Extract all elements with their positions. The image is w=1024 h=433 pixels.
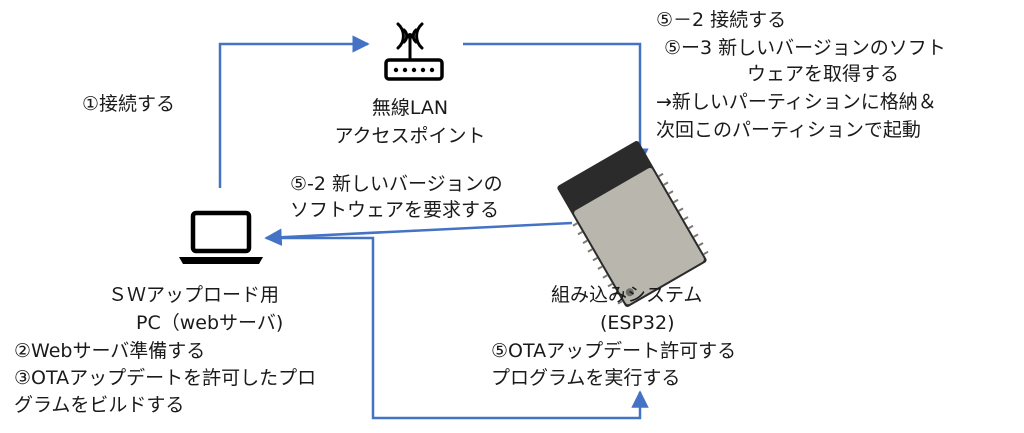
pc-label-line1: ＳＷアップロード用 (108, 284, 280, 306)
router-label-line2: アクセスポイント (334, 125, 486, 147)
right-step-fetch-line2: ウェアを取得する (747, 63, 900, 85)
pc-label-line2: PC（webサーバ) (136, 312, 284, 334)
arrow-esp-to-pc (264, 221, 573, 246)
arrow-pc-to-esp (268, 236, 649, 420)
right-step-boot: 次回このパーティションで起動 (656, 119, 921, 141)
pc-step3-line2: グラムをビルドする (14, 394, 185, 416)
right-step-store: →新しいパーティションに格納＆ (656, 91, 937, 113)
arrow-pc-to-router (218, 35, 370, 188)
request-label-line2: ソフトウェアを要求する (290, 199, 500, 221)
pc-step2: ②Webサーバ準備する (14, 340, 206, 362)
right-step-connect: ⑤－2 接続する (656, 9, 787, 31)
laptop-icon (179, 210, 263, 264)
pc-step3-line1: ③OTAアップデートを許可したプロ (14, 367, 317, 389)
right-step-fetch-line1: ⑤ー3 新しいバージョンのソフト (664, 37, 946, 59)
step1-label: ①接続する (82, 93, 176, 115)
arrow-router-to-esp (463, 42, 649, 166)
esp-label-line2: (ESP32) (600, 312, 675, 334)
router-label-line1: 無線LAN (371, 97, 449, 119)
esp-step5-line1: ⑤OTAアップデート許可する (491, 340, 737, 362)
esp-step5-line2: プログラムを実行する (491, 367, 681, 389)
esp32-module-icon (557, 140, 709, 308)
request-label-line1: ⑤-2 新しいバージョンの (290, 173, 503, 195)
esp-label-line1: 組み込みシステム (551, 284, 703, 306)
wifi-router-icon (384, 22, 444, 81)
